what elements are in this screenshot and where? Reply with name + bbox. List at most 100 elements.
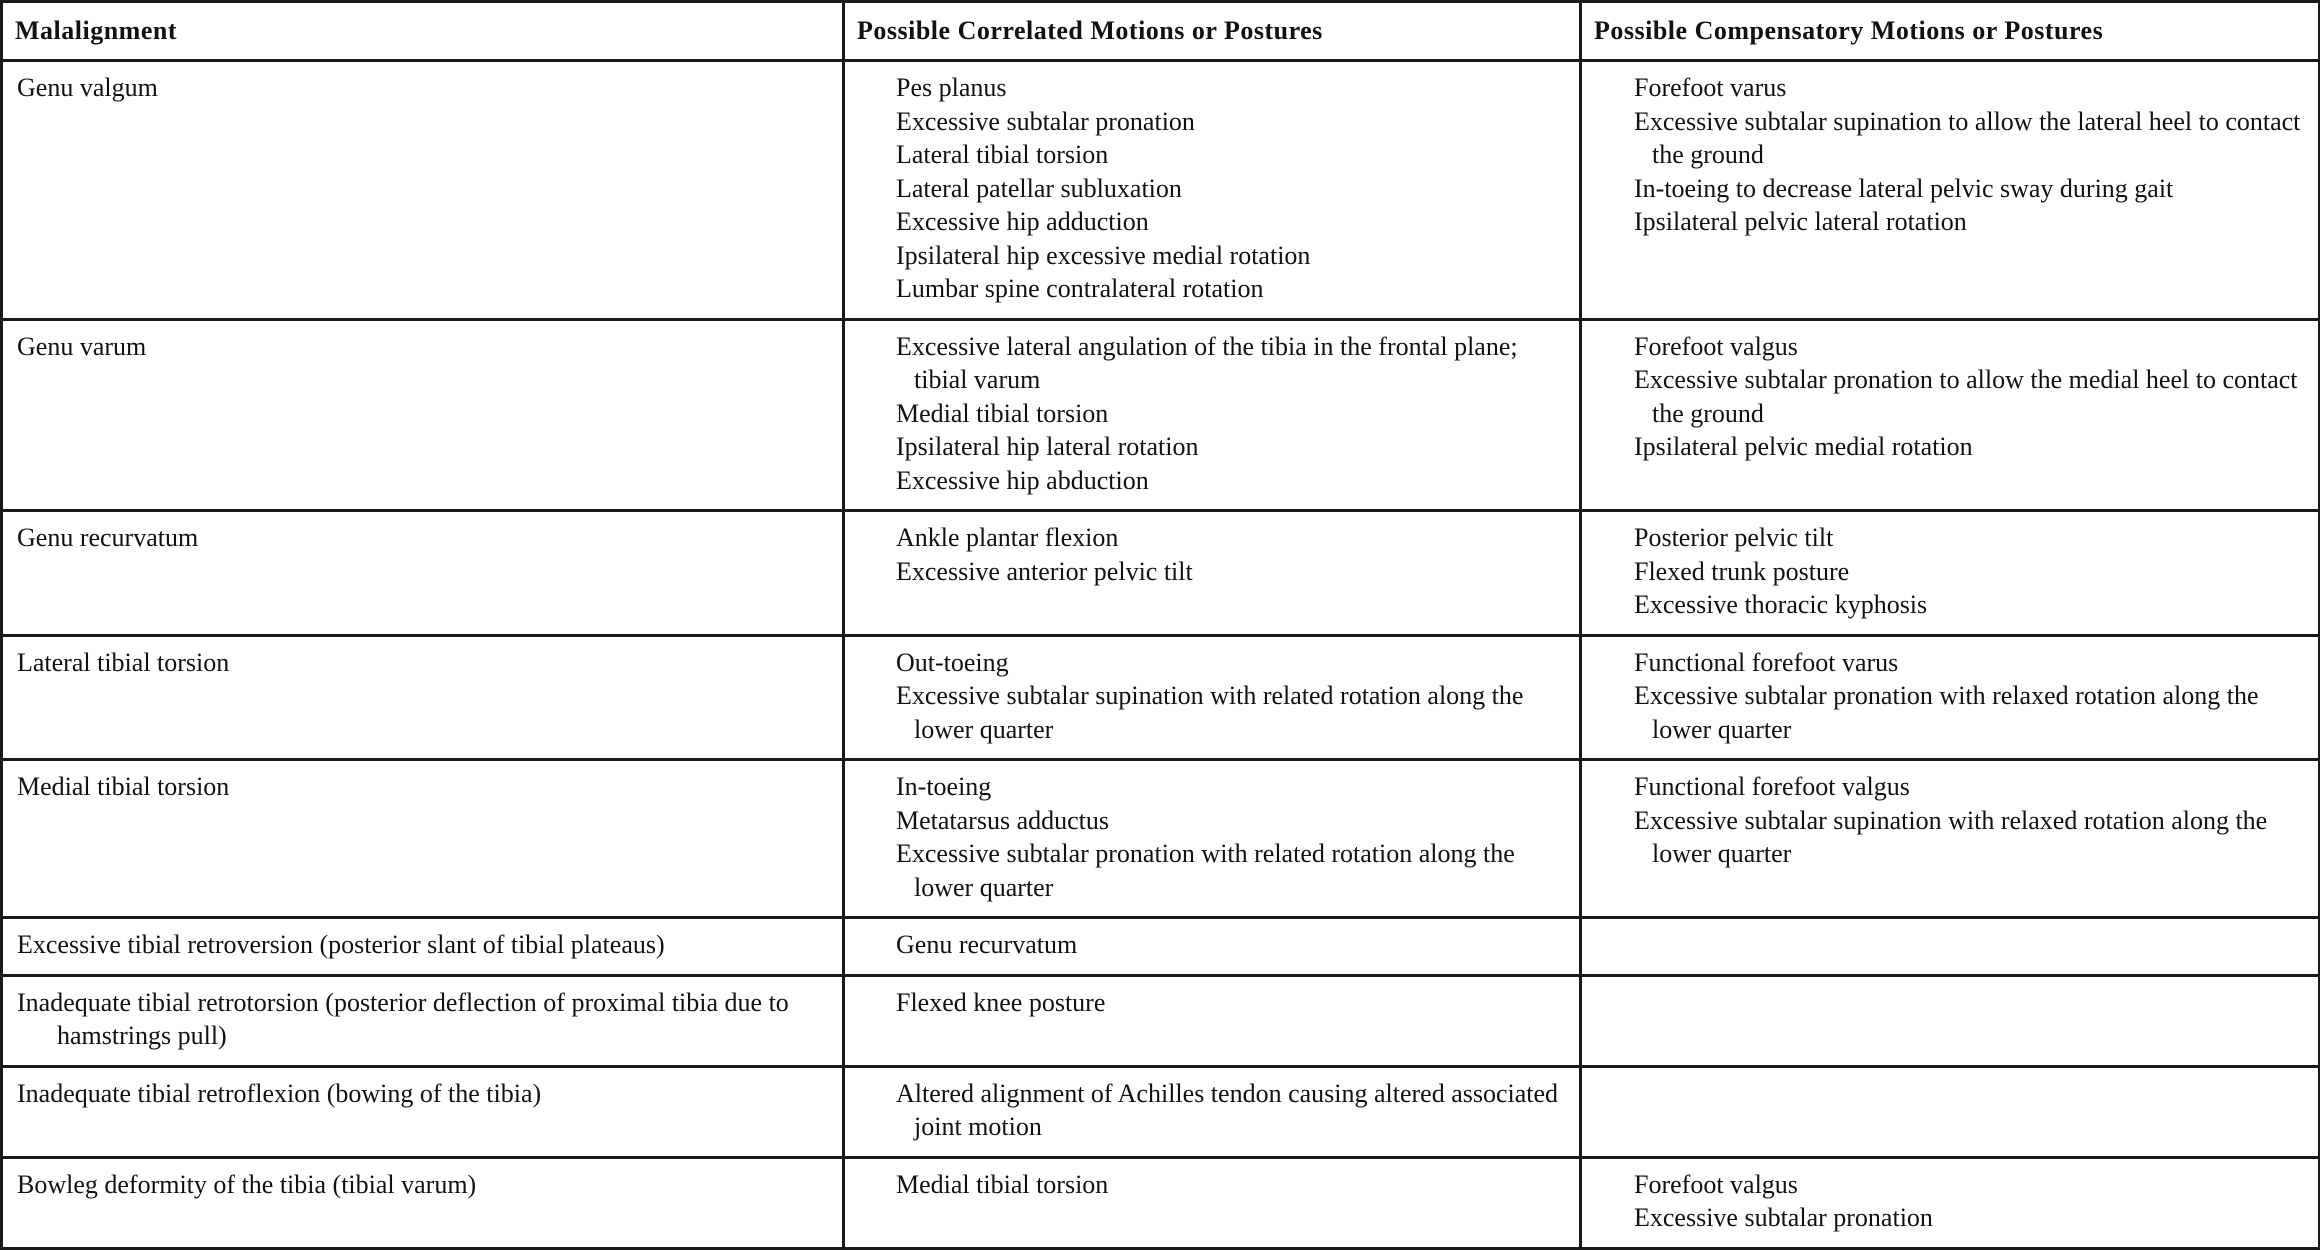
correlated-item: In-toeing <box>896 772 992 801</box>
malalignment-cell: Inadequate tibial retroflexion (bowing o… <box>0 1064 845 1159</box>
table-row: Bowleg deformity of the tibia (tibial va… <box>0 1155 2320 1250</box>
compensatory-item: Excessive subtalar pronation <box>1634 1203 1933 1232</box>
correlated-item: Excessive subtalar pronation with relate… <box>896 839 1515 902</box>
malalignment-text: Excessive tibial retroversion (posterior… <box>17 930 665 959</box>
correlated-list: Altered alignment of Achilles tendon cau… <box>896 1077 1573 1144</box>
malalignment-text: Genu recurvatum <box>17 523 199 552</box>
malalignment-text: Inadequate tibial retroflexion (bowing o… <box>17 1078 542 1108</box>
correlated-cell: Medial tibial torsion <box>842 1155 1582 1250</box>
correlated-item: Ipsilateral hip excessive medial rotatio… <box>896 240 1311 270</box>
malalignment-text: Genu valgum <box>17 73 158 102</box>
correlated-item: Flexed knee posture <box>896 987 1106 1017</box>
compensatory-item: Functional forefoot varus <box>1634 647 1899 677</box>
correlated-item: Lateral tibial torsion <box>896 140 1109 169</box>
correlated-cell: Flexed knee posture <box>842 973 1582 1068</box>
malalignment-text: Genu varum <box>17 331 147 361</box>
correlated-item: Excessive hip adduction <box>896 207 1149 236</box>
correlated-item: Metatarsus adductus <box>896 805 1110 835</box>
header-compensatory: Possible Compensatory Motions or Posture… <box>1579 0 2320 62</box>
compensatory-item: Forefoot varus <box>1634 73 1787 102</box>
compensatory-item: Ipsilateral pelvic lateral rotation <box>1634 207 1967 236</box>
malalignment-text: Inadequate tibial retrotorsion (posterio… <box>17 987 789 1051</box>
correlated-item: Excessive hip abduction <box>896 465 1149 495</box>
compensatory-item: Flexed trunk posture <box>1634 556 1850 586</box>
correlated-item: Excessive subtalar pronation <box>896 106 1195 136</box>
header-row: Malalignment Possible Correlated Motions… <box>0 0 2320 62</box>
correlated-item: Medial tibial torsion <box>896 398 1109 428</box>
compensatory-item: Excessive subtalar supination to allow t… <box>1634 106 2301 170</box>
table-row: Inadequate tibial retrotorsion (posterio… <box>0 973 2320 1068</box>
malalignment-cell: Inadequate tibial retrotorsion (posterio… <box>0 973 845 1068</box>
malalignment-cell: Lateral tibial torsion <box>0 633 845 761</box>
malalignment-text: Bowleg deformity of the tibia (tibial va… <box>17 1169 477 1199</box>
compensatory-item: Excessive subtalar supination with relax… <box>1634 805 2268 869</box>
correlated-item: Excessive anterior pelvic tilt <box>896 556 1193 586</box>
compensatory-item: In-toeing to decrease lateral pelvic swa… <box>1634 173 2174 203</box>
correlated-item: Ipsilateral hip lateral rotation <box>896 432 1199 461</box>
malalignment-cell: Bowleg deformity of the tibia (tibial va… <box>0 1155 845 1250</box>
malalignment-cell: Medial tibial torsion <box>0 758 845 919</box>
table-row: Inadequate tibial retroflexion (bowing o… <box>0 1064 2320 1159</box>
correlated-item: Excessive lateral angulation of the tibi… <box>896 331 1518 395</box>
malalignment-cell: Genu recurvatum <box>0 509 845 637</box>
header-malalignment: Malalignment <box>0 0 845 62</box>
malalignment-cell: Excessive tibial retroversion (posterior… <box>0 916 845 977</box>
malalignment-cell: Genu varum <box>0 317 845 512</box>
correlated-cell: Excessive lateral angulation of the tibi… <box>842 317 1582 512</box>
compensatory-item: Excessive subtalar pronation to allow th… <box>1634 365 2298 428</box>
header-correlated: Possible Correlated Motions or Postures <box>842 0 1582 62</box>
correlated-list: Flexed knee posture <box>896 986 1573 1020</box>
correlated-list: Medial tibial torsion <box>896 1168 1573 1202</box>
compensatory-item: Excessive subtalar pronation with relaxe… <box>1634 681 2259 744</box>
malalignment-text: Lateral tibial torsion <box>17 647 230 677</box>
correlated-list: Genu recurvatum <box>896 928 1573 962</box>
compensatory-item: Forefoot valgus <box>1634 1169 1798 1199</box>
table-header: Malalignment Possible Correlated Motions… <box>0 0 2320 62</box>
compensatory-cell <box>1579 916 2320 977</box>
correlated-item: Ankle plantar flexion <box>896 523 1119 552</box>
correlated-item: Medial tibial torsion <box>896 1169 1109 1199</box>
table-row: Genu varum Excessive lateral angulation o… <box>0 317 2320 512</box>
correlated-item: Excessive subtalar supination with relat… <box>896 681 1524 744</box>
compensatory-item: Ipsilateral pelvic medial rotation <box>1634 432 1973 461</box>
compensatory-cell <box>1579 973 2320 1068</box>
table-row: Excessive tibial retroversion (posterior… <box>0 916 2320 977</box>
correlated-list: Excessive lateral angulation of the tibi… <box>896 330 1573 498</box>
compensatory-item: Functional forefoot valgus <box>1634 772 1910 801</box>
correlated-item: Genu recurvatum <box>896 930 1078 959</box>
compensatory-item: Posterior pelvic tilt <box>1634 523 1834 552</box>
compensatory-item: Excessive thoracic kyphosis <box>1634 590 1928 619</box>
compensatory-cell <box>1579 1064 2320 1159</box>
correlated-item: Lumbar spine contralateral rotation <box>896 274 1264 303</box>
correlated-item: Lateral patellar subluxation <box>896 173 1182 203</box>
correlated-item: Pes planus <box>896 73 1007 102</box>
correlated-cell: Altered alignment of Achilles tendon cau… <box>842 1064 1582 1159</box>
compensatory-item: Forefoot valgus <box>1634 331 1798 361</box>
